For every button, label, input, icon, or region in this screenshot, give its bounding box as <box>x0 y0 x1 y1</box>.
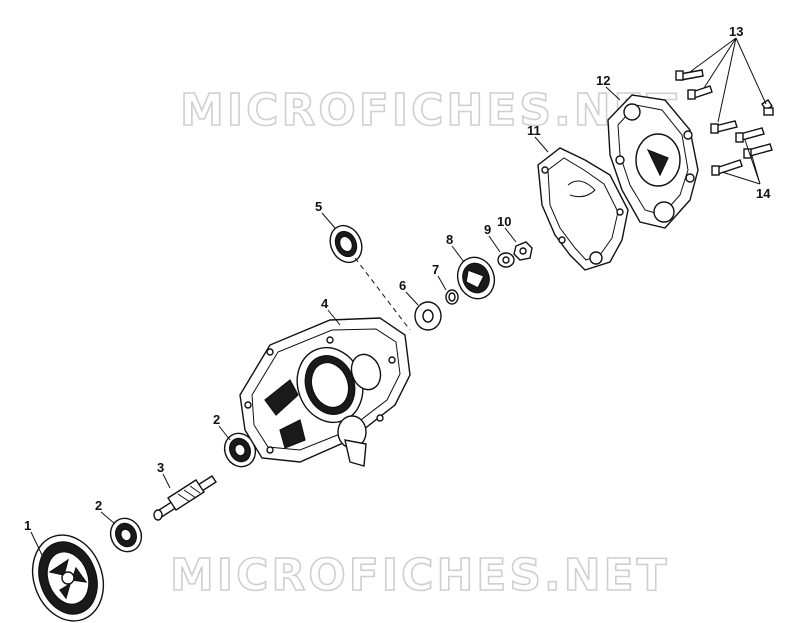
part-pump-housing[interactable] <box>239 317 411 467</box>
callout-2-upper: 2 <box>213 412 220 427</box>
part-o-ring[interactable] <box>445 289 459 305</box>
part-bushing[interactable] <box>414 301 442 331</box>
callout-6: 6 <box>399 278 406 293</box>
callout-2-lower: 2 <box>95 498 102 513</box>
callout-12: 12 <box>596 73 610 88</box>
callout-10: 10 <box>497 214 511 229</box>
part-washer[interactable] <box>497 252 515 268</box>
callout-labels: 1 2 3 2 4 5 6 7 8 9 10 11 12 13 14 <box>24 24 771 533</box>
callout-11: 11 <box>527 123 541 138</box>
callout-4: 4 <box>321 296 329 311</box>
callout-9: 9 <box>484 222 491 237</box>
seal-alignment-line <box>354 257 411 331</box>
part-bolts-lower[interactable] <box>711 127 773 176</box>
part-pump-cover[interactable] <box>607 94 699 229</box>
part-gasket[interactable] <box>537 147 629 271</box>
part-gear[interactable] <box>21 525 115 623</box>
callout-7: 7 <box>432 262 439 277</box>
callout-5: 5 <box>315 199 322 214</box>
part-impeller[interactable] <box>452 252 500 304</box>
callout-13: 13 <box>729 24 743 39</box>
watermark-top: MICROFICHES.NET <box>180 85 680 136</box>
callout-14: 14 <box>756 186 771 201</box>
callout-8: 8 <box>446 232 453 247</box>
part-shaft[interactable] <box>153 475 217 521</box>
callout-1: 1 <box>24 518 31 533</box>
leader-lines <box>30 37 767 556</box>
part-seal[interactable] <box>324 220 367 267</box>
part-bearing-upper[interactable] <box>219 428 261 471</box>
watermark-bottom: MICROFICHES.NET <box>170 550 670 601</box>
part-bearing-lower[interactable] <box>105 513 147 556</box>
callout-3: 3 <box>157 460 164 475</box>
part-bolts-upper[interactable] <box>675 69 774 134</box>
part-nut[interactable] <box>513 241 533 261</box>
